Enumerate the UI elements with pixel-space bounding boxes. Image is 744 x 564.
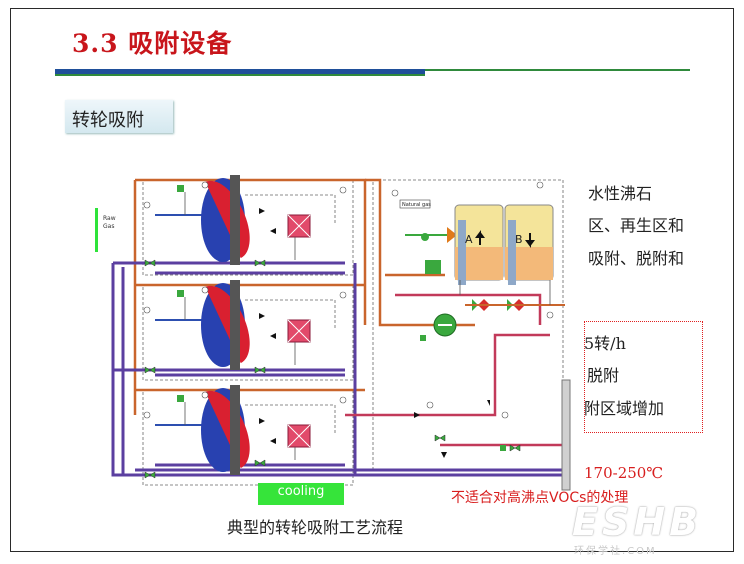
title-rule-green [425, 69, 690, 71]
vessel-b-label: B [515, 233, 523, 246]
vessel-a: A [454, 204, 504, 285]
title-rule-blue [55, 69, 425, 74]
side-text-4: 5转/h [584, 334, 626, 353]
slide-frame [10, 8, 734, 552]
exhaust-stack [561, 379, 571, 491]
flow-arrows [259, 208, 490, 458]
limitation-text: 不适合对高沸点VOCs的处理 [451, 490, 629, 506]
slide-title: 3.3 吸附设备 [72, 29, 233, 58]
side-text-2: 区、再生区和 [588, 216, 685, 235]
natural-gas-label: Natural gas [402, 202, 431, 208]
fan [433, 313, 457, 337]
temperature-text: 170-250℃ [584, 464, 664, 482]
diagram-caption: 典型的转轮吸附工艺流程 [227, 518, 404, 537]
watermark-site: 环保学社.COM [574, 546, 657, 557]
side-text-5: 脱附 [587, 366, 620, 385]
side-text-3: 吸附、脱附和 [588, 249, 685, 268]
heat-exchanger-3 [287, 424, 311, 448]
rotor-1 [201, 175, 250, 265]
vessel-a-label: A [465, 233, 473, 246]
subtitle: 转轮吸附 [72, 110, 144, 131]
regeneration-pipes [133, 178, 475, 415]
watermark-logo: ESHB [572, 500, 703, 544]
switch-valves [465, 299, 565, 311]
hot-air-pipes [345, 293, 565, 447]
cold-pipes [155, 214, 210, 426]
heat-exchanger-1 [287, 214, 311, 238]
vessel-b: B [504, 204, 554, 285]
highlight-box [584, 321, 703, 433]
raw-gas-marker [95, 208, 98, 252]
cooling-label: cooling [258, 483, 344, 505]
subtitle-box [65, 100, 173, 133]
rotor-adsorption-flow-diagram: Raw Gas [95, 175, 571, 491]
raw-gas-label: Raw [103, 215, 116, 222]
rotor-2 [201, 280, 250, 370]
rotor-3 [201, 385, 250, 475]
valves [144, 259, 521, 479]
heat-exchanger-2 [287, 319, 311, 343]
svg-text:Gas: Gas [103, 223, 114, 230]
side-text-6: 附区域增加 [584, 399, 665, 418]
process-gas-pipes [111, 261, 565, 477]
gauges [143, 181, 554, 419]
burner-assembly: Natural gas [399, 199, 457, 243]
instrument-blocks [177, 185, 506, 451]
side-text-1: 水性沸石 [588, 184, 653, 203]
title-rule-green-under [55, 74, 425, 76]
